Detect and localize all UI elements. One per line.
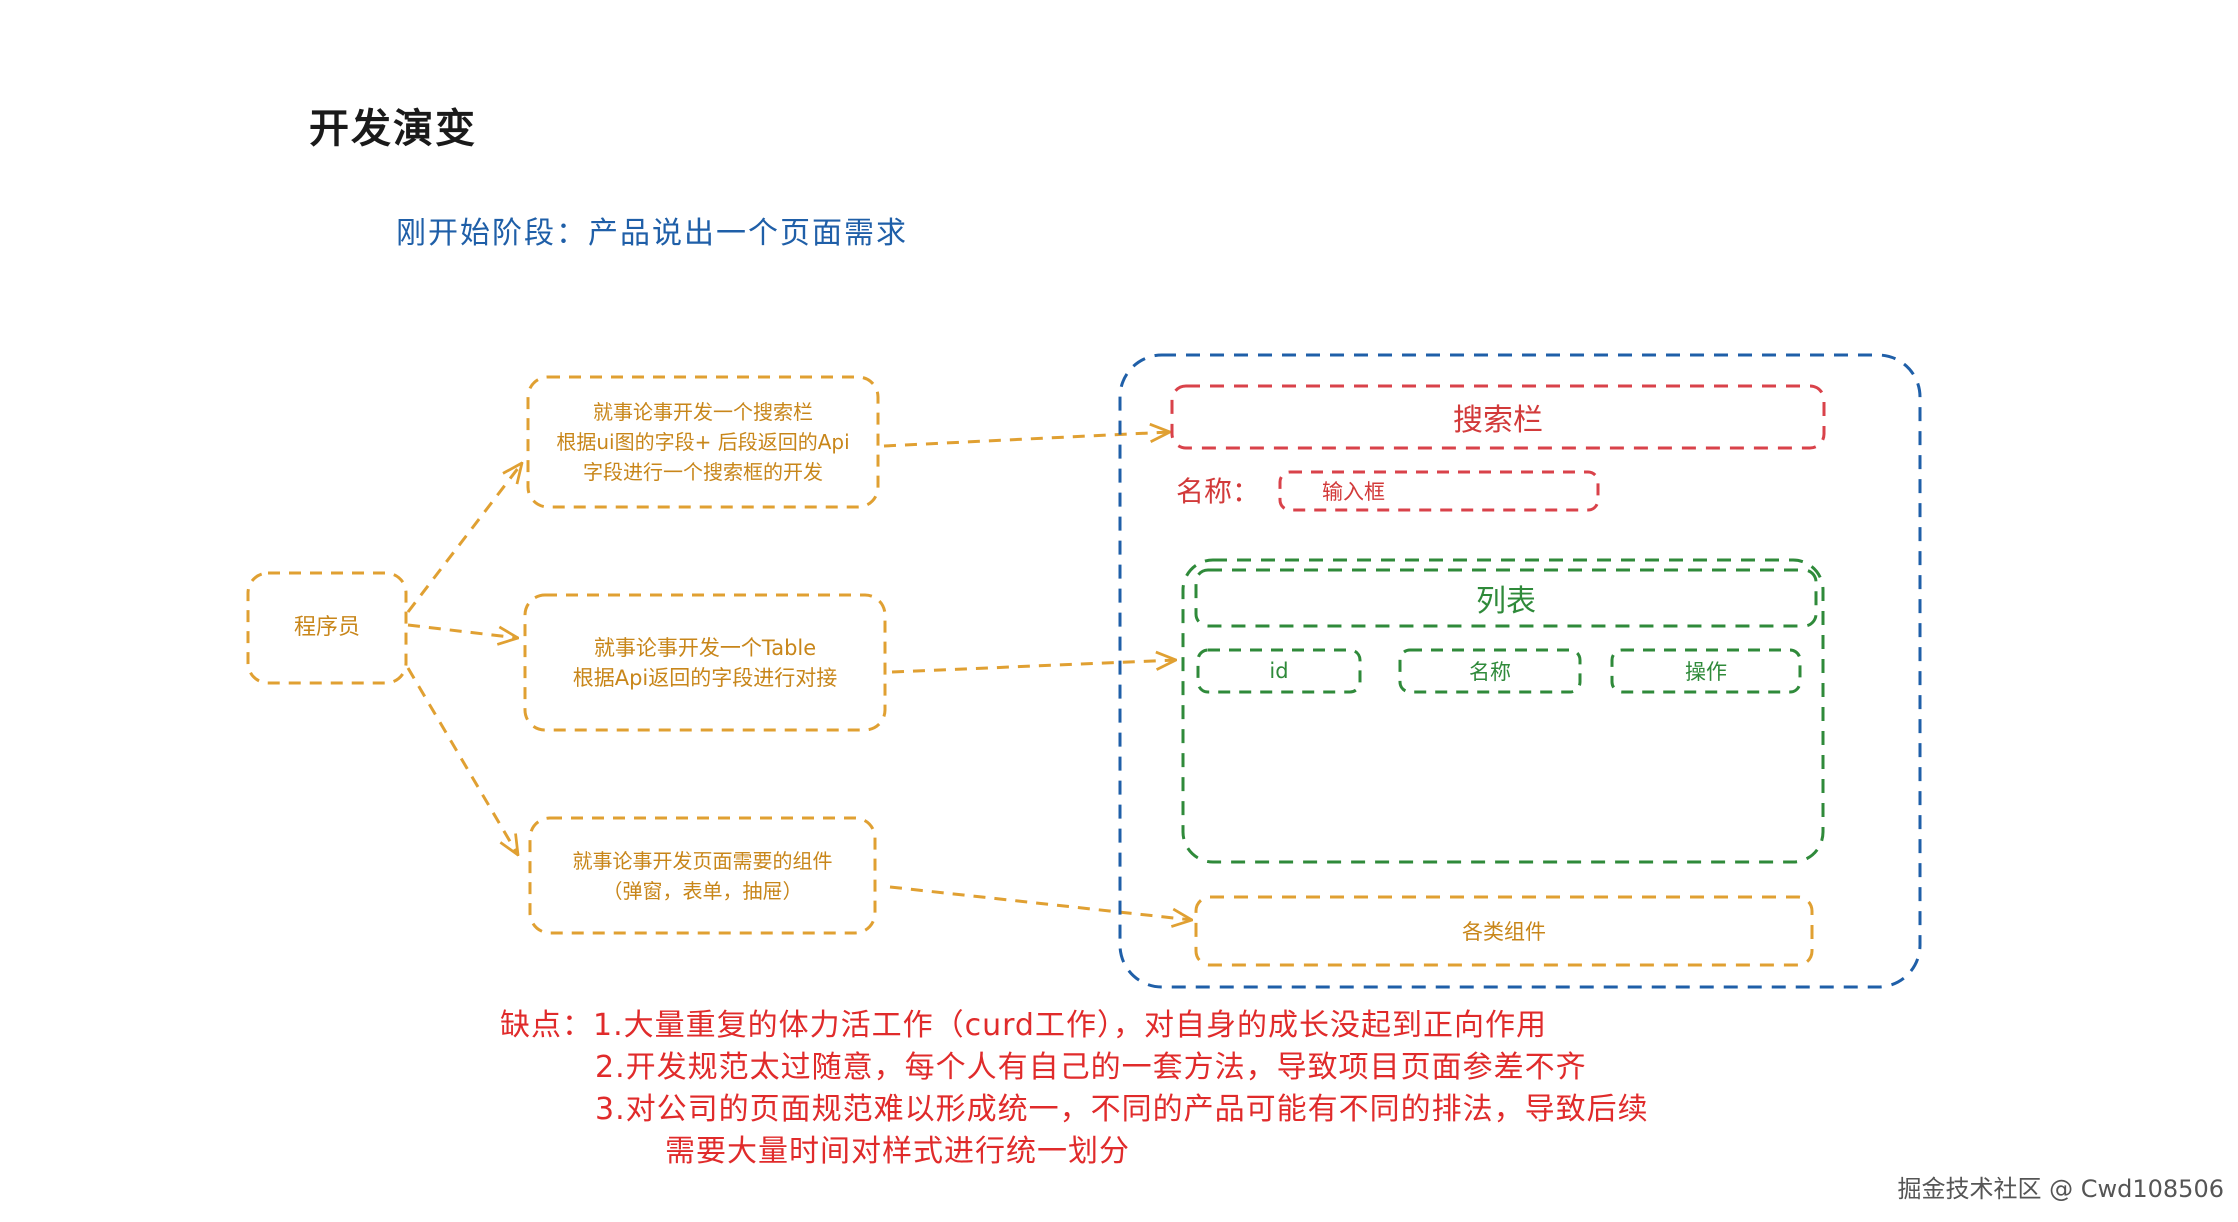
input-box-label: 输入框 bbox=[1322, 480, 1385, 504]
cons-line-3: 3.对公司的页面规范难以形成统一，不同的产品可能有不同的排法，导致后续 bbox=[595, 1092, 1649, 1127]
task-search-box bbox=[526, 375, 880, 509]
watermark: 掘金技术社区 @ Cwd108506 bbox=[1897, 1175, 2225, 1203]
search-bar-box bbox=[1170, 384, 1826, 450]
task-components-box bbox=[528, 816, 877, 935]
task-table-line2: 根据Api返回的字段进行对接 bbox=[572, 665, 838, 690]
column-id-box bbox=[1196, 648, 1362, 694]
task-table-line1: 就事论事开发一个Table bbox=[593, 635, 817, 660]
search-bar-label: 搜索栏 bbox=[1453, 403, 1543, 438]
task-search-line3: 字段进行一个搜索框的开发 bbox=[583, 460, 823, 484]
input-box bbox=[1278, 470, 1600, 512]
list-container bbox=[1181, 558, 1825, 864]
programmer-text: 程序员 bbox=[293, 615, 360, 640]
name-label: 名称： bbox=[1176, 475, 1261, 508]
arrow-to-components bbox=[406, 667, 518, 855]
cons-line-2: 2.开发规范太过随意，每个人有自己的一套方法，导致项目页面参差不齐 bbox=[595, 1050, 1587, 1085]
page-container bbox=[1118, 353, 1922, 989]
task-table-box bbox=[523, 593, 887, 732]
components-box bbox=[1194, 895, 1814, 967]
arrow-components-to-page bbox=[889, 885, 1192, 920]
task-components-line2: （弹窗，表单，抽屉） bbox=[602, 878, 803, 903]
cons-line-4: 需要大量时间对样式进行统一划分 bbox=[665, 1134, 1130, 1169]
task-search-line1: 就事论事开发一个搜索栏 bbox=[593, 400, 813, 424]
task-table-text: 就事论事开发一个Table 根据Api返回的字段进行对接 bbox=[525, 595, 885, 730]
column-action: 操作 bbox=[1685, 660, 1727, 684]
column-name: 名称 bbox=[1469, 660, 1511, 684]
task-search-line2: 根据ui图的字段+ 后段返回的Api bbox=[556, 430, 850, 454]
task-components-text: 就事论事开发页面需要的组件 （弹窗，表单，抽屉） bbox=[530, 818, 875, 933]
arrow-to-table bbox=[407, 623, 518, 638]
cons-line-1: 缺点：1.大量重复的体力活工作（curd工作），对自身的成长没起到正向作用 bbox=[500, 1008, 1547, 1043]
page-title: 开发演变 bbox=[309, 106, 477, 152]
stage-subtitle: 刚开始阶段：产品说出一个页面需求 bbox=[396, 216, 908, 251]
column-id: id bbox=[1269, 659, 1289, 683]
arrow-search-to-page bbox=[883, 432, 1170, 448]
arrow-table-to-page bbox=[891, 660, 1176, 674]
list-title-box bbox=[1194, 568, 1818, 628]
task-search-text: 就事论事开发一个搜索栏 根据ui图的字段+ 后段返回的Api 字段进行一个搜索框… bbox=[528, 377, 878, 507]
list-title: 列表 bbox=[1476, 584, 1536, 619]
task-components-line1: 就事论事开发页面需要的组件 bbox=[572, 848, 833, 873]
components-label: 各类组件 bbox=[1462, 920, 1546, 944]
column-action-box bbox=[1610, 648, 1802, 694]
programmer-label: 程序员 bbox=[248, 573, 406, 683]
arrow-to-search bbox=[406, 463, 522, 613]
column-name-box bbox=[1398, 648, 1582, 694]
